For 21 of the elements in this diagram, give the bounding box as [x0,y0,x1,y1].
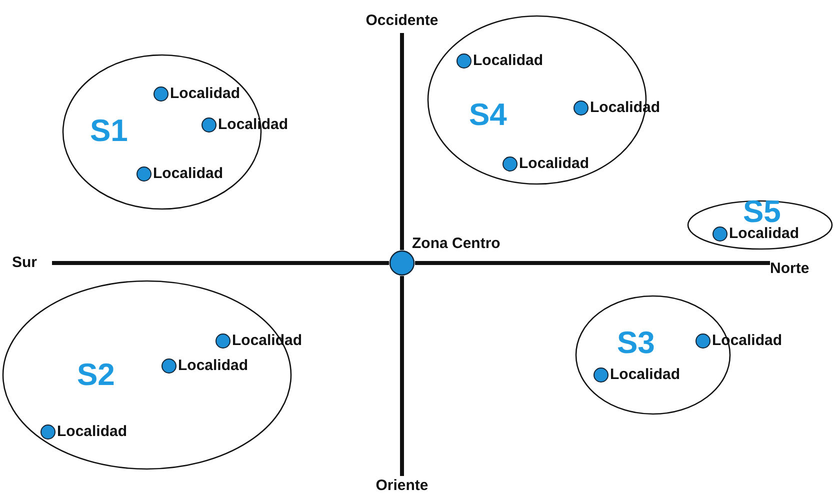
place-label: Localidad [610,365,680,385]
sector-label: S1 [90,114,128,148]
axis-line [400,276,404,476]
sector-label: S4 [469,98,507,132]
axis-line [52,261,389,265]
center-label: Zona Centro [412,234,500,254]
direction-label: Norte [770,259,810,279]
direction-label: Occidente [364,11,440,31]
place-label: Localidad [519,154,590,174]
direction-label: Oriente [374,476,430,496]
place-label: Localidad [178,356,248,376]
place-label: Localidad [729,224,800,244]
place-label: Localidad [473,51,544,71]
sector-label: S3 [617,326,655,360]
place-label: Localidad [153,164,224,184]
place-label: Localidad [57,422,128,442]
place-label: Localidad [170,84,240,104]
direction-label: Sur [12,253,38,273]
axis-line [400,33,404,250]
axis-line [415,261,770,265]
sector-label: S2 [77,358,115,392]
